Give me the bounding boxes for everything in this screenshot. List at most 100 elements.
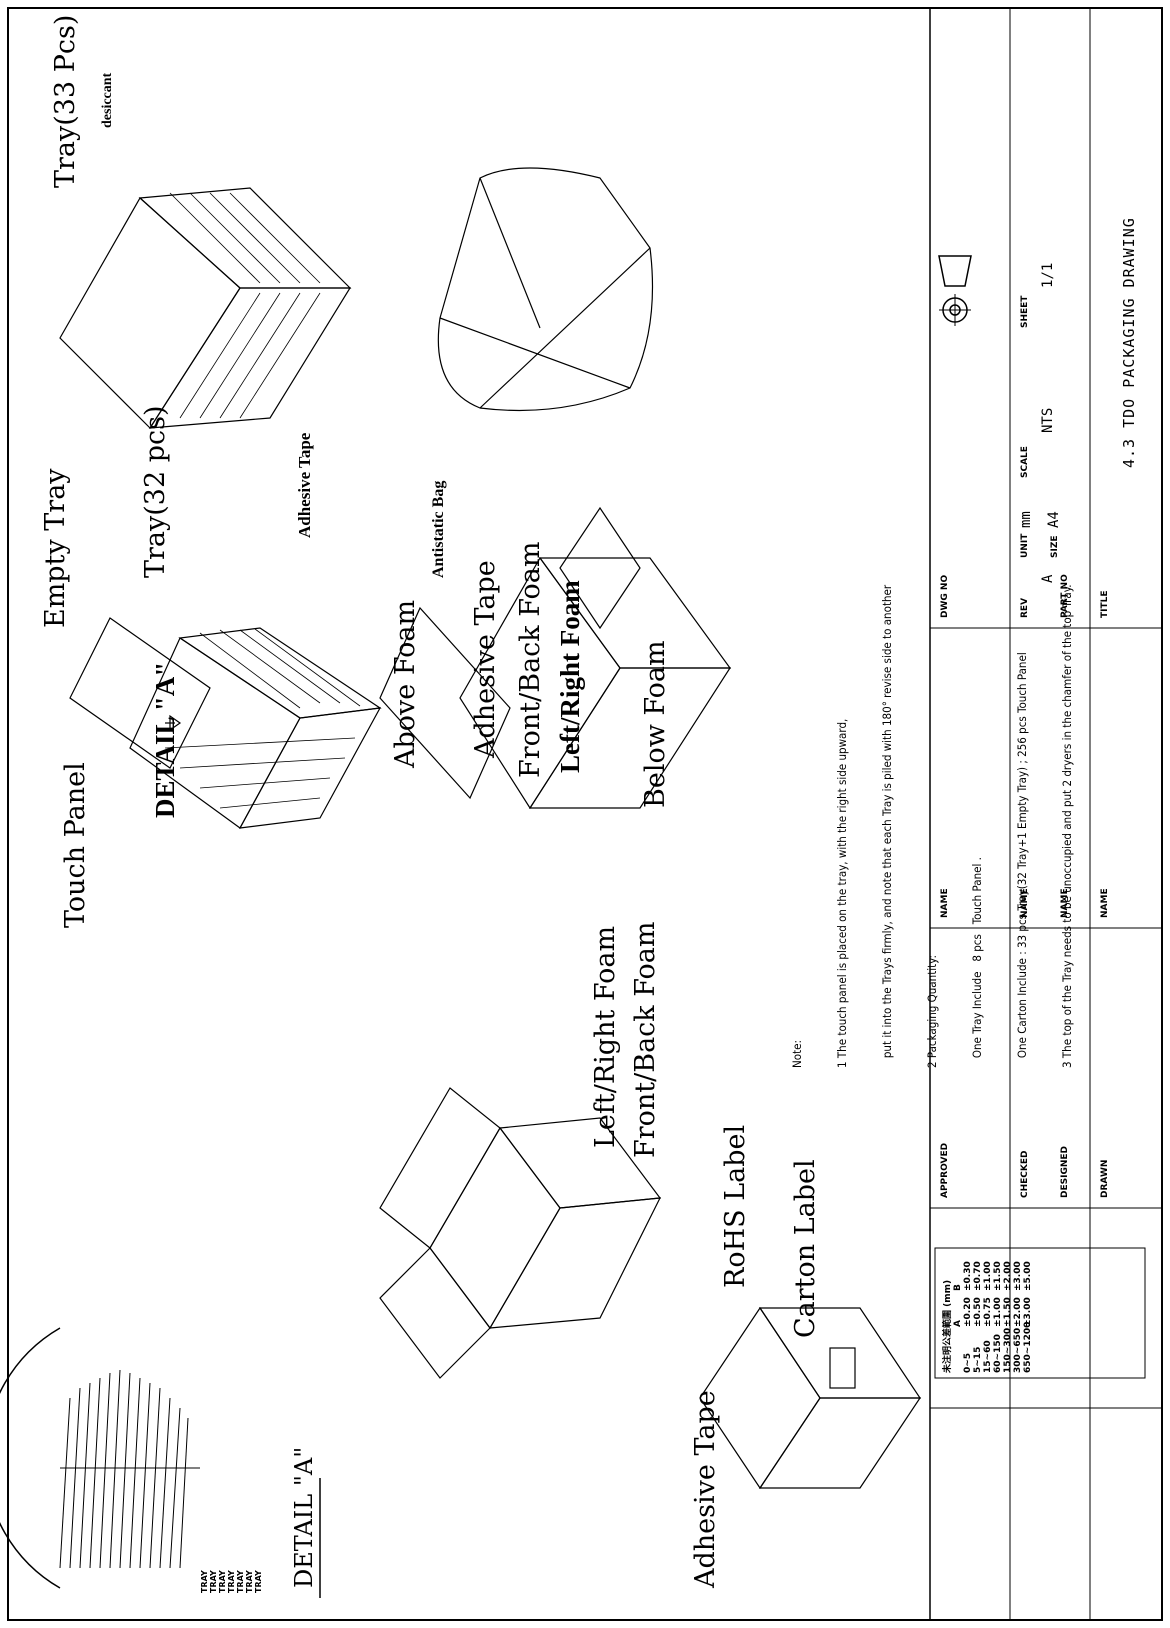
sheet-value: 1/1 xyxy=(1040,262,1056,288)
detail-tray-line: TRAY xyxy=(200,1570,209,1593)
tolerance-cell: 650~1200 xyxy=(1023,1321,1033,1373)
front-back-foam-bottom-label: Front/Back Foam xyxy=(630,921,661,1158)
note-heading: Note: xyxy=(790,1040,804,1068)
part-no-label: PART NO xyxy=(1060,574,1070,618)
tolerance-row: 15~60 ±0.75 ±1.00 xyxy=(983,1253,993,1373)
tolerance-cell: ±3.00 xyxy=(1013,1261,1023,1291)
tolerance-cell: ±0.20 xyxy=(963,1297,973,1327)
carton-empty xyxy=(379,1087,662,1379)
tray-stack-33 xyxy=(59,187,352,429)
name-label-2: NAME xyxy=(1020,888,1030,918)
name-label-4: NAME xyxy=(1100,888,1110,918)
note-block: Note: 1 The touch panel is placed on the… xyxy=(760,585,1090,1069)
designed-label: DESIGNED xyxy=(1060,1146,1070,1198)
tolerance-cell: ±2.00 xyxy=(1003,1261,1013,1291)
tolerance-row: 60~150 ±1.00 ±1.50 xyxy=(993,1253,1003,1373)
tolerance-cell: 5~15 xyxy=(973,1346,983,1373)
detail-tray-line: TRAY xyxy=(227,1570,236,1593)
detail-tray-line: TRAY xyxy=(209,1570,218,1593)
tolerance-cell: 15~60 xyxy=(983,1340,993,1373)
note-line: 1 The touch panel is placed on the tray,… xyxy=(835,718,849,1068)
tray-33-label: Tray(33 Pcs) xyxy=(50,14,81,188)
rev-value: A xyxy=(1040,574,1056,583)
tolerance-header: B xyxy=(953,1284,963,1291)
tolerance-cell: ±1.00 xyxy=(983,1261,993,1291)
title-label: TITLE xyxy=(1100,590,1110,618)
detail-tray-line: TRAY xyxy=(218,1570,227,1593)
tolerance-row: 300~650±2.00 ±3.00 xyxy=(1013,1253,1023,1373)
name-label-1: NAME xyxy=(940,888,950,918)
antistatic-bag-label: Antistatic Bag xyxy=(430,480,447,578)
detail-tray-line: TRAY xyxy=(245,1570,254,1593)
rohs-label: RoHS Label xyxy=(720,1124,751,1288)
projection-symbol-icon xyxy=(938,255,972,326)
left-right-foam-bottom-label: Left/Right Foam xyxy=(590,925,621,1148)
drawing-title: 4.3 TDO PACKAGING DRAWING xyxy=(1120,217,1138,468)
scale-value: NTS xyxy=(1040,407,1056,433)
tolerance-cell: ±0.75 xyxy=(983,1297,993,1327)
empty-tray-label: Empty Tray xyxy=(40,468,71,628)
approved-label: APPROVED xyxy=(940,1142,950,1198)
detail-tray-line: TRAY xyxy=(236,1570,245,1593)
adhesive-tape-stack-label: Adhesive Tape xyxy=(295,432,314,538)
tolerance-row: 5~15±0.50±0.70 xyxy=(973,1253,983,1373)
desiccant-label: desiccant xyxy=(100,72,115,128)
unit-value: mm xyxy=(1018,511,1034,528)
note-line: 2 Packaging Quantity: xyxy=(925,955,939,1068)
detail-a-label: DETAIL "A" xyxy=(150,661,180,818)
tolerance-cell: ±3.00 xyxy=(1023,1297,1033,1327)
tolerance-header: A xyxy=(953,1320,963,1327)
tray-32-label: Tray(32 pcs) xyxy=(140,405,171,578)
sheet-label: SHEET xyxy=(1020,295,1030,328)
tolerance-cell: ±2.00 xyxy=(1013,1297,1023,1327)
tolerance-header-row: A B xyxy=(953,1253,963,1373)
carton-label: Carton Label xyxy=(790,1159,821,1338)
detail-a-drawing xyxy=(0,1327,200,1589)
tolerance-table-title: 未注明公差範圍 (mm) xyxy=(943,1279,953,1373)
note-line: One Tray Include 8 pcs Touch Panel . xyxy=(970,857,984,1068)
carton-with-foam xyxy=(379,506,732,810)
tolerance-cell: 300~650 xyxy=(1013,1327,1023,1373)
below-foam-label: Below Foam xyxy=(640,640,671,808)
note-line: One Carton Include : 33 pcs Tray(32 Tray… xyxy=(1015,652,1029,1068)
tolerance-cell: ±5.00 xyxy=(1023,1261,1033,1291)
tolerance-row: 150~300±1.50±2.00 xyxy=(1003,1253,1013,1373)
detail-tray-line: TRAY xyxy=(254,1570,263,1593)
arrow-down-1 xyxy=(165,714,182,732)
tolerance-cell: ±0.30 xyxy=(963,1261,973,1291)
front-back-foam-top-label: Front/Back Foam xyxy=(515,541,546,778)
rev-label: REV xyxy=(1020,597,1030,618)
title-block-lines xyxy=(930,8,1162,1620)
scale-label: SCALE xyxy=(1020,446,1030,478)
size-value: A4 xyxy=(1046,511,1062,528)
tolerance-cell: ±1.00 xyxy=(993,1297,1003,1327)
tolerance-header xyxy=(953,1333,963,1373)
tolerance-cell: 150~300 xyxy=(1003,1327,1013,1373)
above-foam-label: Above Foam xyxy=(390,599,421,768)
detail-tray-text: TRAY TRAY TRAY TRAY TRAY TRAY TRAY xyxy=(200,1570,263,1593)
tolerance-cell: 60~150 xyxy=(993,1334,1003,1373)
note-line: put it into the Trays firmly, and note t… xyxy=(880,584,894,1068)
adhesive-tape-box-label: Adhesive Tape xyxy=(470,560,501,758)
tolerance-cell: 0~5 xyxy=(963,1352,973,1373)
detail-a-under-label: DETAIL "A" xyxy=(290,1446,318,1588)
tolerance-cell: ±1.50 xyxy=(993,1261,1003,1291)
name-label-3: NAME xyxy=(1060,888,1070,918)
carton-closed xyxy=(699,1306,922,1490)
antistatic-bag xyxy=(437,167,654,412)
note-line: 3 The top of the Tray needs to be unoccu… xyxy=(1060,584,1074,1069)
tolerance-table-grid xyxy=(934,1247,1146,1379)
unit-label: UNIT xyxy=(1020,533,1030,558)
drawn-label: DRAWN xyxy=(1100,1159,1110,1198)
checked-label: CHECKED xyxy=(1020,1150,1030,1198)
tray-stack-32 xyxy=(69,617,382,829)
touch-panel-label: Touch Panel xyxy=(60,762,91,928)
left-right-foam-top-label: Left/Right Foam xyxy=(555,580,585,773)
size-label: SIZE xyxy=(1050,535,1060,558)
dwg-no-label: DWG NO xyxy=(940,574,950,618)
